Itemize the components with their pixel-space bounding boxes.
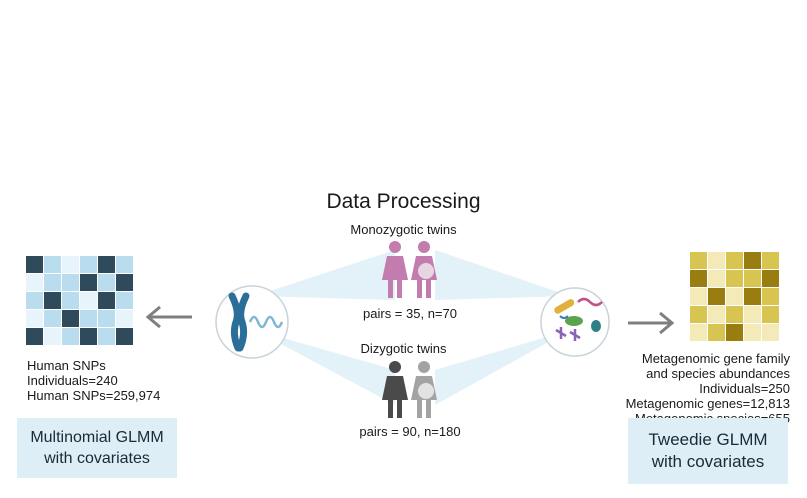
heatmap-cell	[44, 292, 61, 309]
right-arrow-icon	[628, 311, 675, 335]
heatmap-cell	[98, 310, 115, 327]
right-info-line: Metagenomic genes=12,813	[625, 396, 790, 411]
heatmap-cell	[116, 310, 133, 327]
left-info-line: Human SNPs=259,974	[27, 388, 161, 403]
heatmap-cell	[80, 292, 97, 309]
heatmap-cell	[80, 256, 97, 273]
left-info-line: Human SNPs	[27, 358, 106, 373]
heatmap-cell	[744, 324, 761, 341]
heatmap-cell	[708, 270, 725, 287]
heatmap-cell	[62, 274, 79, 291]
left-model-line: with covariates	[44, 450, 150, 467]
heatmap-cell	[26, 310, 43, 327]
heatmap-cell	[98, 256, 115, 273]
left-info: Human SNPs Individuals=240 Human SNPs=25…	[27, 358, 160, 403]
left-model-line: Multinomial GLMM	[30, 429, 164, 446]
heatmap-cell	[708, 324, 725, 341]
heatmap-cell	[744, 288, 761, 305]
heatmap-cell	[726, 324, 743, 341]
right-info-line: Metagenomic gene family	[641, 351, 790, 366]
heatmap-cell	[690, 306, 707, 323]
heatmap-cell	[26, 292, 43, 309]
heatmap-cell	[98, 292, 115, 309]
right-info-line: Individuals=250	[699, 381, 790, 396]
mono-stats: pairs = 35, n=70	[363, 306, 457, 321]
di-stats: pairs = 90, n=180	[359, 424, 461, 439]
snp-heatmap	[26, 256, 133, 345]
monozygotic-twins-icon	[382, 241, 437, 298]
heatmap-cell	[98, 328, 115, 345]
heatmap-cell	[726, 306, 743, 323]
heatmap-cell	[690, 270, 707, 287]
heatmap-cell	[726, 288, 743, 305]
heatmap-cell	[62, 256, 79, 273]
heatmap-cell	[116, 328, 133, 345]
heatmap-cell	[762, 306, 779, 323]
dizygotic-twins-icon	[382, 361, 437, 418]
heatmap-cell	[62, 310, 79, 327]
left-arrow-icon	[145, 305, 192, 329]
heatmap-cell	[690, 324, 707, 341]
heatmap-cell	[26, 256, 43, 273]
heatmap-cell	[116, 292, 133, 309]
beam-right-top	[435, 250, 570, 300]
heatmap-cell	[62, 328, 79, 345]
heatmap-cell	[708, 306, 725, 323]
beam-left-top	[255, 250, 395, 300]
heatmap-cell	[26, 328, 43, 345]
di-label: Dizygotic twins	[360, 341, 447, 356]
microbes-icon	[540, 287, 610, 357]
heatmap-cell	[762, 270, 779, 287]
heatmap-cell	[708, 252, 725, 269]
heatmap-cell	[44, 310, 61, 327]
left-model-box: Multinomial GLMM with covariates	[17, 418, 177, 478]
heatmap-cell	[708, 288, 725, 305]
mono-label: Monozygotic twins	[350, 222, 457, 237]
heatmap-cell	[744, 252, 761, 269]
heatmap-cell	[44, 274, 61, 291]
right-model-line: Tweedie GLMM	[648, 430, 768, 449]
chromosome-icon	[215, 285, 289, 359]
heatmap-cell	[762, 324, 779, 341]
heatmap-cell	[690, 288, 707, 305]
beam-left-bottom	[255, 330, 395, 405]
heatmap-cell	[62, 292, 79, 309]
heatmap-cell	[80, 328, 97, 345]
heatmap-cell	[744, 306, 761, 323]
heatmap-cell	[26, 274, 43, 291]
right-info-line: and species abundances	[646, 366, 790, 381]
heatmap-cell	[80, 310, 97, 327]
heatmap-cell	[116, 256, 133, 273]
heatmap-cell	[762, 252, 779, 269]
heatmap-cell	[762, 288, 779, 305]
heatmap-cell	[726, 270, 743, 287]
abundance-heatmap	[690, 252, 779, 341]
heatmap-cell	[80, 274, 97, 291]
beam-right-bottom	[435, 330, 570, 405]
diagram-title: Data Processing	[326, 190, 481, 213]
heatmap-cell	[116, 274, 133, 291]
heatmap-cell	[726, 252, 743, 269]
heatmap-cell	[44, 256, 61, 273]
right-model-line: with covariates	[651, 452, 765, 471]
heatmap-cell	[44, 328, 61, 345]
heatmap-cell	[690, 252, 707, 269]
right-info: Metagenomic gene family and species abun…	[626, 351, 790, 426]
heatmap-cell	[744, 270, 761, 287]
heatmap-cell	[98, 274, 115, 291]
left-info-line: Individuals=240	[27, 373, 118, 388]
right-model-box: Tweedie GLMM with covariates	[628, 418, 788, 484]
